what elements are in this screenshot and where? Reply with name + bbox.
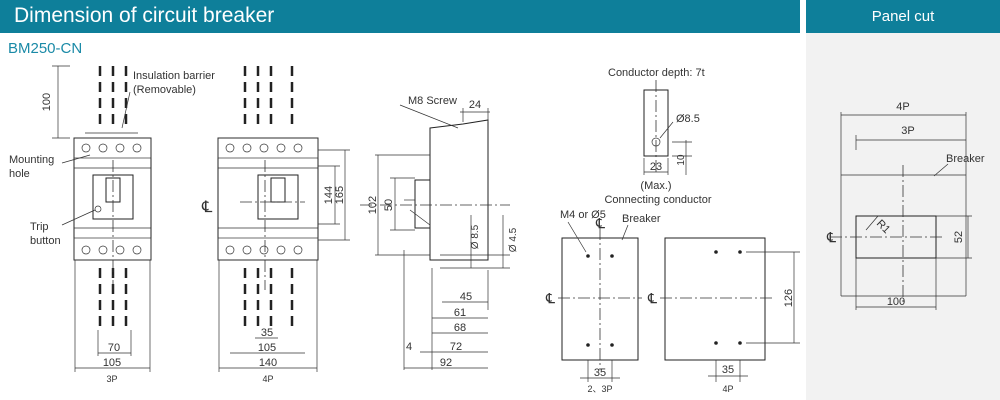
dim-4: 4 [406,341,412,353]
dim-102: 102 [367,196,379,214]
dim-35-4p-mount: 35 [722,364,734,376]
dim-52: 52 [953,231,965,243]
dim-45: 45 [460,291,472,303]
panel-dim-3p: 3P [901,125,914,137]
dim-92: 92 [440,357,452,369]
dim-24: 24 [469,99,481,111]
centerline-symbol-4p: ℄ [201,199,213,216]
centerline-left-4p: ℄ [647,290,657,306]
dim-68: 68 [454,322,466,334]
dim-144: 144 [323,186,335,204]
centerline-panel: ℄ [826,229,836,245]
view-mounting-4p: ℄ 126 35 4P [647,237,800,394]
dim-105-3p: 105 [103,357,121,369]
dim-50: 50 [383,199,395,211]
dim-140: 140 [259,357,277,369]
panel-cut-title: Panel cut [871,8,935,25]
dim-dia-4-5: Ø 4.5 [508,227,519,252]
dim-70: 70 [108,342,120,354]
breaker-label-panel: Breaker [946,153,985,165]
label-4p-mount: 4P [722,384,733,394]
panel-cut-header: Panel cut [806,0,1000,33]
trip-button-label-1: Trip [30,221,49,233]
trip-button-label-2: button [30,235,61,247]
label-2-3p: 2、3P [587,384,612,394]
mounting-hole-label-1: Mounting [9,154,54,166]
panel-dim-4p: 4P [896,101,909,113]
m8-screw-label: M8 Screw [408,95,457,107]
conductor-depth-label: Conductor depth: 7t [608,67,705,79]
view-4p-front: ℄ 144 165 35 105 140 4P [201,66,350,384]
centerline-top-3p: ℄ [595,215,605,231]
view-panel-cut: 4P 3P Breaker ℄ R1 52 100 [826,101,985,310]
dim-100-panel: 100 [887,296,905,308]
view-mounting-3p: M4 or Ø5 ℄ ℄ Breaker 35 2、3P [545,209,661,394]
m4-label: M4 or Ø5 [560,209,606,221]
dim-o8-5: Ø8.5 [676,113,700,125]
dim-100: 100 [41,93,53,111]
view-side: M8 Screw 24 102 50 Ø 8.5 Ø 4.5 45 61 68 … [360,95,519,370]
connecting-conductor-label: Connecting conductor [604,194,711,206]
dim-61: 61 [454,307,466,319]
header-bar: Dimension of circuit breaker [0,0,800,33]
max-label: (Max.) [640,180,671,192]
breaker-label-3p: Breaker [622,213,661,225]
dim-r1: R1 [874,218,892,236]
page-title: Dimension of circuit breaker [14,4,275,27]
dim-10: 10 [676,154,687,166]
dim-23: 23 [650,161,662,173]
dim-35-3p: 35 [594,367,606,379]
label-3p: 3P [106,374,117,384]
dim-35-4p: 35 [261,327,273,339]
mounting-hole-label-2: hole [9,168,30,180]
dim-126: 126 [783,289,795,307]
model-label: BM250-CN [8,40,83,57]
view-3p-front: 100 Insulation barrier (Removable) Mount… [9,65,215,384]
dim-72: 72 [450,341,462,353]
dim-165: 165 [334,186,346,204]
dim-105-4p: 105 [258,342,276,354]
dim-dia-8-5: Ø 8.5 [470,224,481,249]
centerline-left-3p: ℄ [545,290,555,306]
view-conductor: Conductor depth: 7t Ø8.5 23 10 (Max.) Co… [604,67,711,206]
insulation-barrier-label: Insulation barrier [133,70,215,82]
insulation-removable-label: (Removable) [133,84,196,96]
label-4p: 4P [262,374,273,384]
